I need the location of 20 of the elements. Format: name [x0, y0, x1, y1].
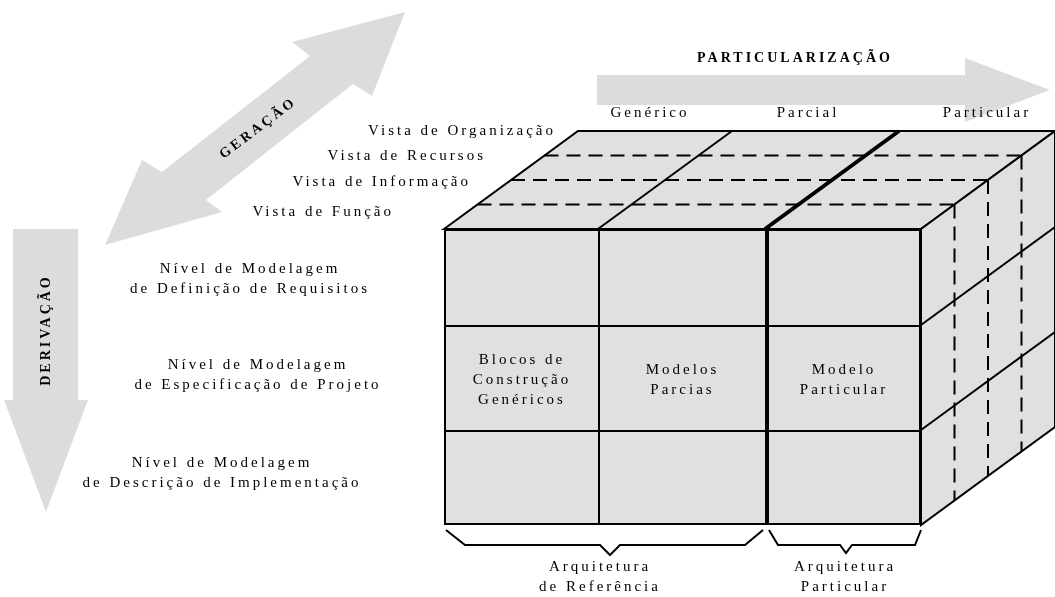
view-label: Vista de Recursos: [327, 146, 486, 165]
axis-label: PARTICULARIZAÇÃO: [697, 48, 893, 67]
level-label: Nível de Modelagem de Descrição de Implementação: [82, 453, 362, 492]
matrix-cell: [598, 325, 765, 430]
view-label: Vista de Informação: [292, 172, 471, 191]
matrix-cell: [765, 325, 921, 430]
bracket-label: Arquitetura Particular: [793, 557, 897, 596]
bracket-label: Arquitetura de Referência: [539, 557, 661, 596]
level-label: Nível de Modelagem de Definição de Requisitos: [130, 259, 370, 298]
level-label: Nível de Modelagem de Especificação de Projeto: [134, 355, 382, 394]
cell-text: Modelos Parcias: [644, 359, 721, 399]
matrix-cell: [444, 325, 598, 430]
column-header: Particular: [942, 103, 1032, 122]
cell-text: Blocos de Construção Genéricos: [471, 349, 573, 409]
cell-text: Modelo Particular: [798, 359, 890, 399]
column-header: Parcial: [776, 103, 840, 122]
column-header: Genérico: [610, 103, 690, 122]
axis-label: DERIVAÇÃO: [36, 274, 54, 386]
view-label: Vista de Função: [252, 202, 394, 221]
view-label: Vista de Organização: [368, 121, 556, 140]
